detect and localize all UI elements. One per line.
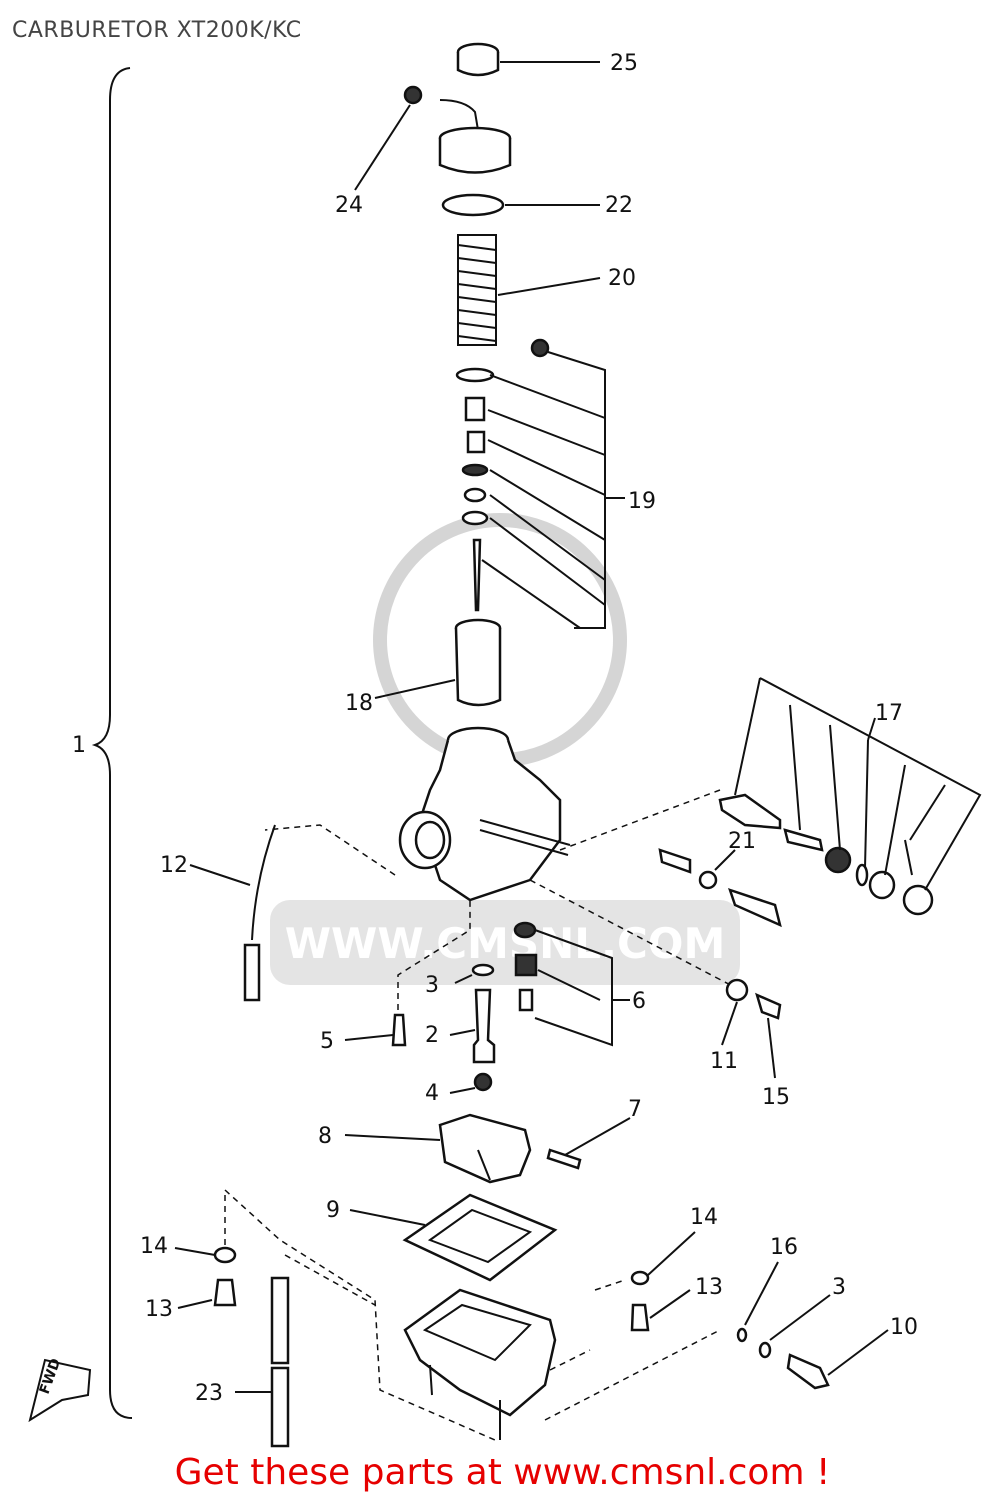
part-6-jet [514,953,538,977]
fwd-arrow-icon: FWD [28,1356,92,1423]
part-24-pipe [439,99,479,131]
part-11-washer [725,978,749,1002]
part-14-washer-right [630,1270,650,1286]
part-16-oring [736,1327,748,1343]
label-6: 6 [632,989,646,1014]
part-13-screw-left [213,1278,237,1307]
part-4-main-jet [473,1072,493,1092]
part-23-tube-lower [270,1366,290,1448]
part-5-pilot-jet [391,1013,407,1047]
page-title: CARBURETOR XT200K/KC [12,18,302,43]
carburetor-body [398,726,571,902]
part-13-screw-right [630,1303,650,1332]
label-2: 2 [425,1023,439,1048]
part-6-nozzle [518,988,534,1012]
label-3-bottom: 3 [832,1275,846,1300]
label-13-right: 13 [695,1275,723,1300]
part-9-gasket [402,1193,558,1282]
part-12-tube-end [243,943,261,1002]
float-bowl [403,1288,557,1440]
label-13-left: 13 [145,1297,173,1322]
part-20-spring [457,234,497,346]
assembly-bracket [91,67,133,1419]
exploded-parts-diagram: WWW.CMSNL.COM FWD [28,42,982,1448]
label-19: 19 [628,489,656,514]
label-16: 16 [770,1235,798,1260]
label-17: 17 [875,701,903,726]
label-1: 1 [72,733,86,758]
part-2-needle-jet [472,988,496,1064]
part-7-pin [546,1148,582,1170]
label-12: 12 [160,853,188,878]
part-3-oring [471,963,495,977]
label-14-left: 14 [140,1234,168,1259]
part-3-oring-bottom [758,1341,772,1359]
label-3-top: 3 [425,973,439,998]
part-17-group [718,677,982,916]
part-14-washer-left [213,1246,237,1264]
part-12-tube [251,824,276,941]
footer-link[interactable]: Get these parts at www.cmsnl.com ! [174,1452,831,1493]
label-18: 18 [345,691,373,716]
part-8-float [438,1113,532,1184]
watermark-text: WWW.CMSNL.COM [285,919,726,968]
part-22-oring [441,193,505,217]
label-14-right: 14 [690,1205,718,1230]
part-25-cap [456,42,500,77]
label-21: 21 [728,829,756,854]
label-9: 9 [326,1198,340,1223]
label-22: 22 [605,193,633,218]
part-19-group [455,338,606,629]
part-15-plug [755,992,782,1020]
label-10: 10 [890,1315,918,1340]
label-20: 20 [608,266,636,291]
label-25: 25 [610,51,638,76]
label-11: 11 [710,1049,738,1074]
part-21-screw [658,848,782,928]
label-4: 4 [425,1081,439,1106]
label-5: 5 [320,1029,334,1054]
label-23: 23 [195,1381,223,1406]
label-8: 8 [318,1124,332,1149]
part-18-slide [454,618,502,707]
part-23-tube-upper [270,1276,290,1365]
label-24: 24 [335,193,363,218]
part-10-drain-screw [786,1353,830,1390]
label-7: 7 [628,1097,642,1122]
carb-top-cap [438,126,512,174]
part-24-nut [403,85,423,105]
label-15: 15 [762,1085,790,1110]
part-6-washer [513,921,537,939]
